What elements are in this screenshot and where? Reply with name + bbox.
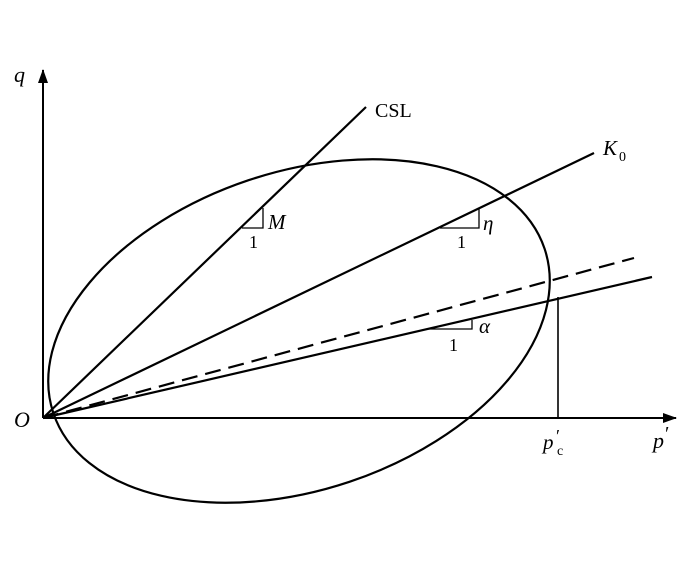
M-one-label: 1 <box>249 232 258 252</box>
slope-triangle-eta <box>440 208 480 229</box>
axis-q-label: q <box>14 62 25 87</box>
axis-p-prime: ′ <box>665 423 669 445</box>
eta-label: η <box>483 211 493 235</box>
eta-one-label: 1 <box>457 232 466 252</box>
M-label: M <box>267 210 287 234</box>
alpha-line <box>42 275 653 420</box>
k0-subscript: 0 <box>619 150 626 165</box>
csl-label: CSL <box>375 100 412 122</box>
pc-prime: ′ <box>556 426 560 446</box>
alpha-one-label: 1 <box>449 335 458 355</box>
alpha-label: α <box>479 314 491 338</box>
slope-triangle-alpha <box>427 320 473 330</box>
yield-ellipse <box>47 158 551 504</box>
pc-label: p <box>541 430 554 454</box>
slope-triangle-M <box>242 208 264 229</box>
dashed-line <box>42 256 635 420</box>
origin-label: O <box>14 407 30 432</box>
csl-line <box>42 106 367 419</box>
k0-label: K <box>602 136 618 160</box>
k0-line <box>42 152 595 419</box>
axis-p-label: p <box>651 428 664 453</box>
pc-subscript: c <box>557 444 563 459</box>
